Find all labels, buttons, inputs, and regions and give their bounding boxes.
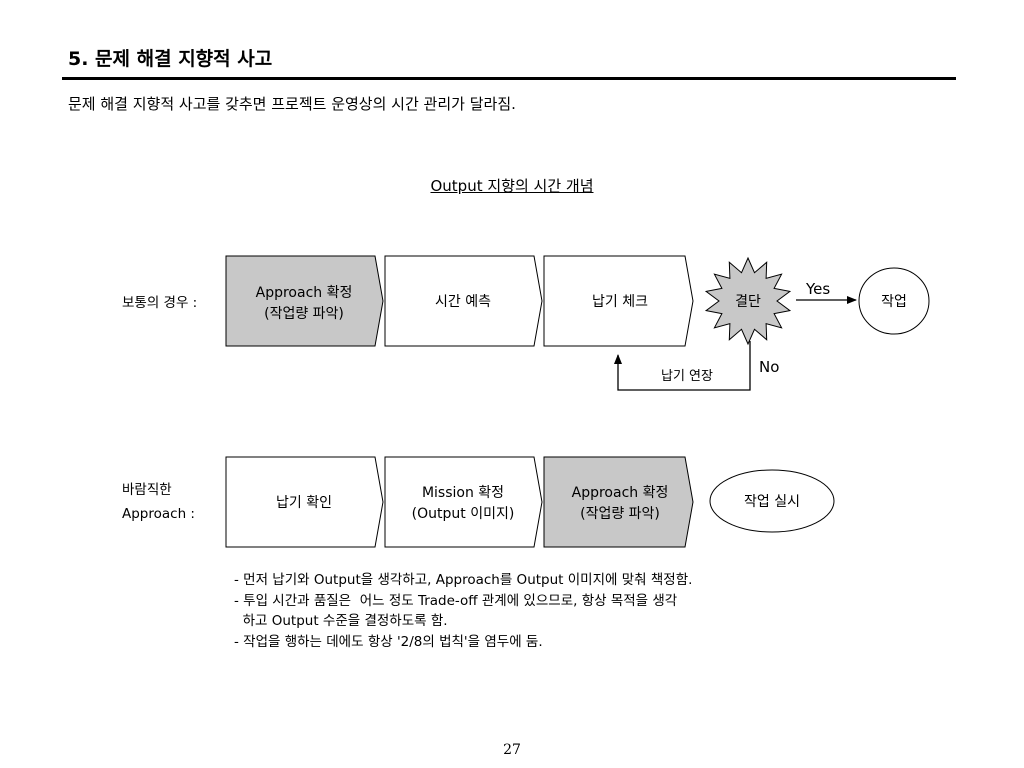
- diagram-title: Output 지향의 시간 개념: [430, 177, 594, 195]
- ideal-step-approach-line2: (작업량 파악): [580, 506, 660, 522]
- note-line-1: - 먼저 납기와 Output을 생각하고, Approach를 Output …: [234, 572, 693, 588]
- yes-label: Yes: [805, 280, 830, 298]
- row-normal-label: 보통의 경우 :: [122, 295, 197, 311]
- normal-step-approach-line1: Approach 확정: [256, 285, 353, 301]
- loop-label: 납기 연장: [661, 369, 713, 384]
- normal-step-time-estimate: 시간 예측: [384, 255, 543, 347]
- normal-step-approach: Approach 확정 (작업량 파악): [225, 255, 384, 347]
- note-line-4: - 작업을 행하는 데에도 항상 '2/8의 법칙'을 염두에 둠.: [234, 633, 543, 650]
- normal-step-deadline-check-label: 납기 체크: [592, 294, 648, 310]
- note-line-2: - 투입 시간과 품질은 어느 정도 Trade-off 관계에 있으므로, 항…: [234, 592, 678, 609]
- decision-label: 결단: [735, 294, 761, 310]
- no-label: No: [759, 358, 779, 376]
- ideal-step-deadline-confirm: 납기 확인: [225, 456, 384, 548]
- ideal-step-deadline-confirm-label: 납기 확인: [276, 495, 332, 511]
- normal-step-time-estimate-label: 시간 예측: [435, 294, 491, 310]
- slide-subtitle: 문제 해결 지향적 사고를 갖추면 프로젝트 운영상의 시간 관리가 달라짐.: [68, 95, 516, 113]
- normal-step-deadline-check: 납기 체크: [543, 255, 694, 347]
- title-divider: [62, 77, 956, 80]
- no-feedback-line: [614, 341, 751, 391]
- normal-result-ellipse: 작업: [858, 267, 930, 335]
- normal-step-approach-line2: (작업량 파악): [264, 306, 344, 322]
- ideal-step-approach: Approach 확정 (작업량 파악): [543, 456, 694, 548]
- slide-title: 5. 문제 해결 지향적 사고: [68, 48, 273, 70]
- notes-list: - 먼저 납기와 Output을 생각하고, Approach를 Output …: [234, 570, 692, 652]
- decision-starburst: 결단: [704, 256, 792, 346]
- note-line-3: 하고 Output 수준을 결정하도록 함.: [234, 613, 448, 629]
- row-ideal-label-line1: 바람직한: [122, 482, 172, 498]
- ideal-result-label: 작업 실시: [744, 494, 800, 510]
- ideal-step-mission-line2: (Output 이미지): [412, 506, 515, 522]
- ideal-step-approach-line1: Approach 확정: [572, 485, 669, 501]
- ideal-result-ellipse: 작업 실시: [709, 469, 835, 533]
- row-ideal-label-line2: Approach :: [122, 506, 195, 522]
- page-number: 27: [503, 742, 521, 758]
- ideal-step-mission-line1: Mission 확정: [422, 485, 504, 501]
- normal-result-label: 작업: [881, 294, 907, 310]
- ideal-step-mission: Mission 확정 (Output 이미지): [384, 456, 543, 548]
